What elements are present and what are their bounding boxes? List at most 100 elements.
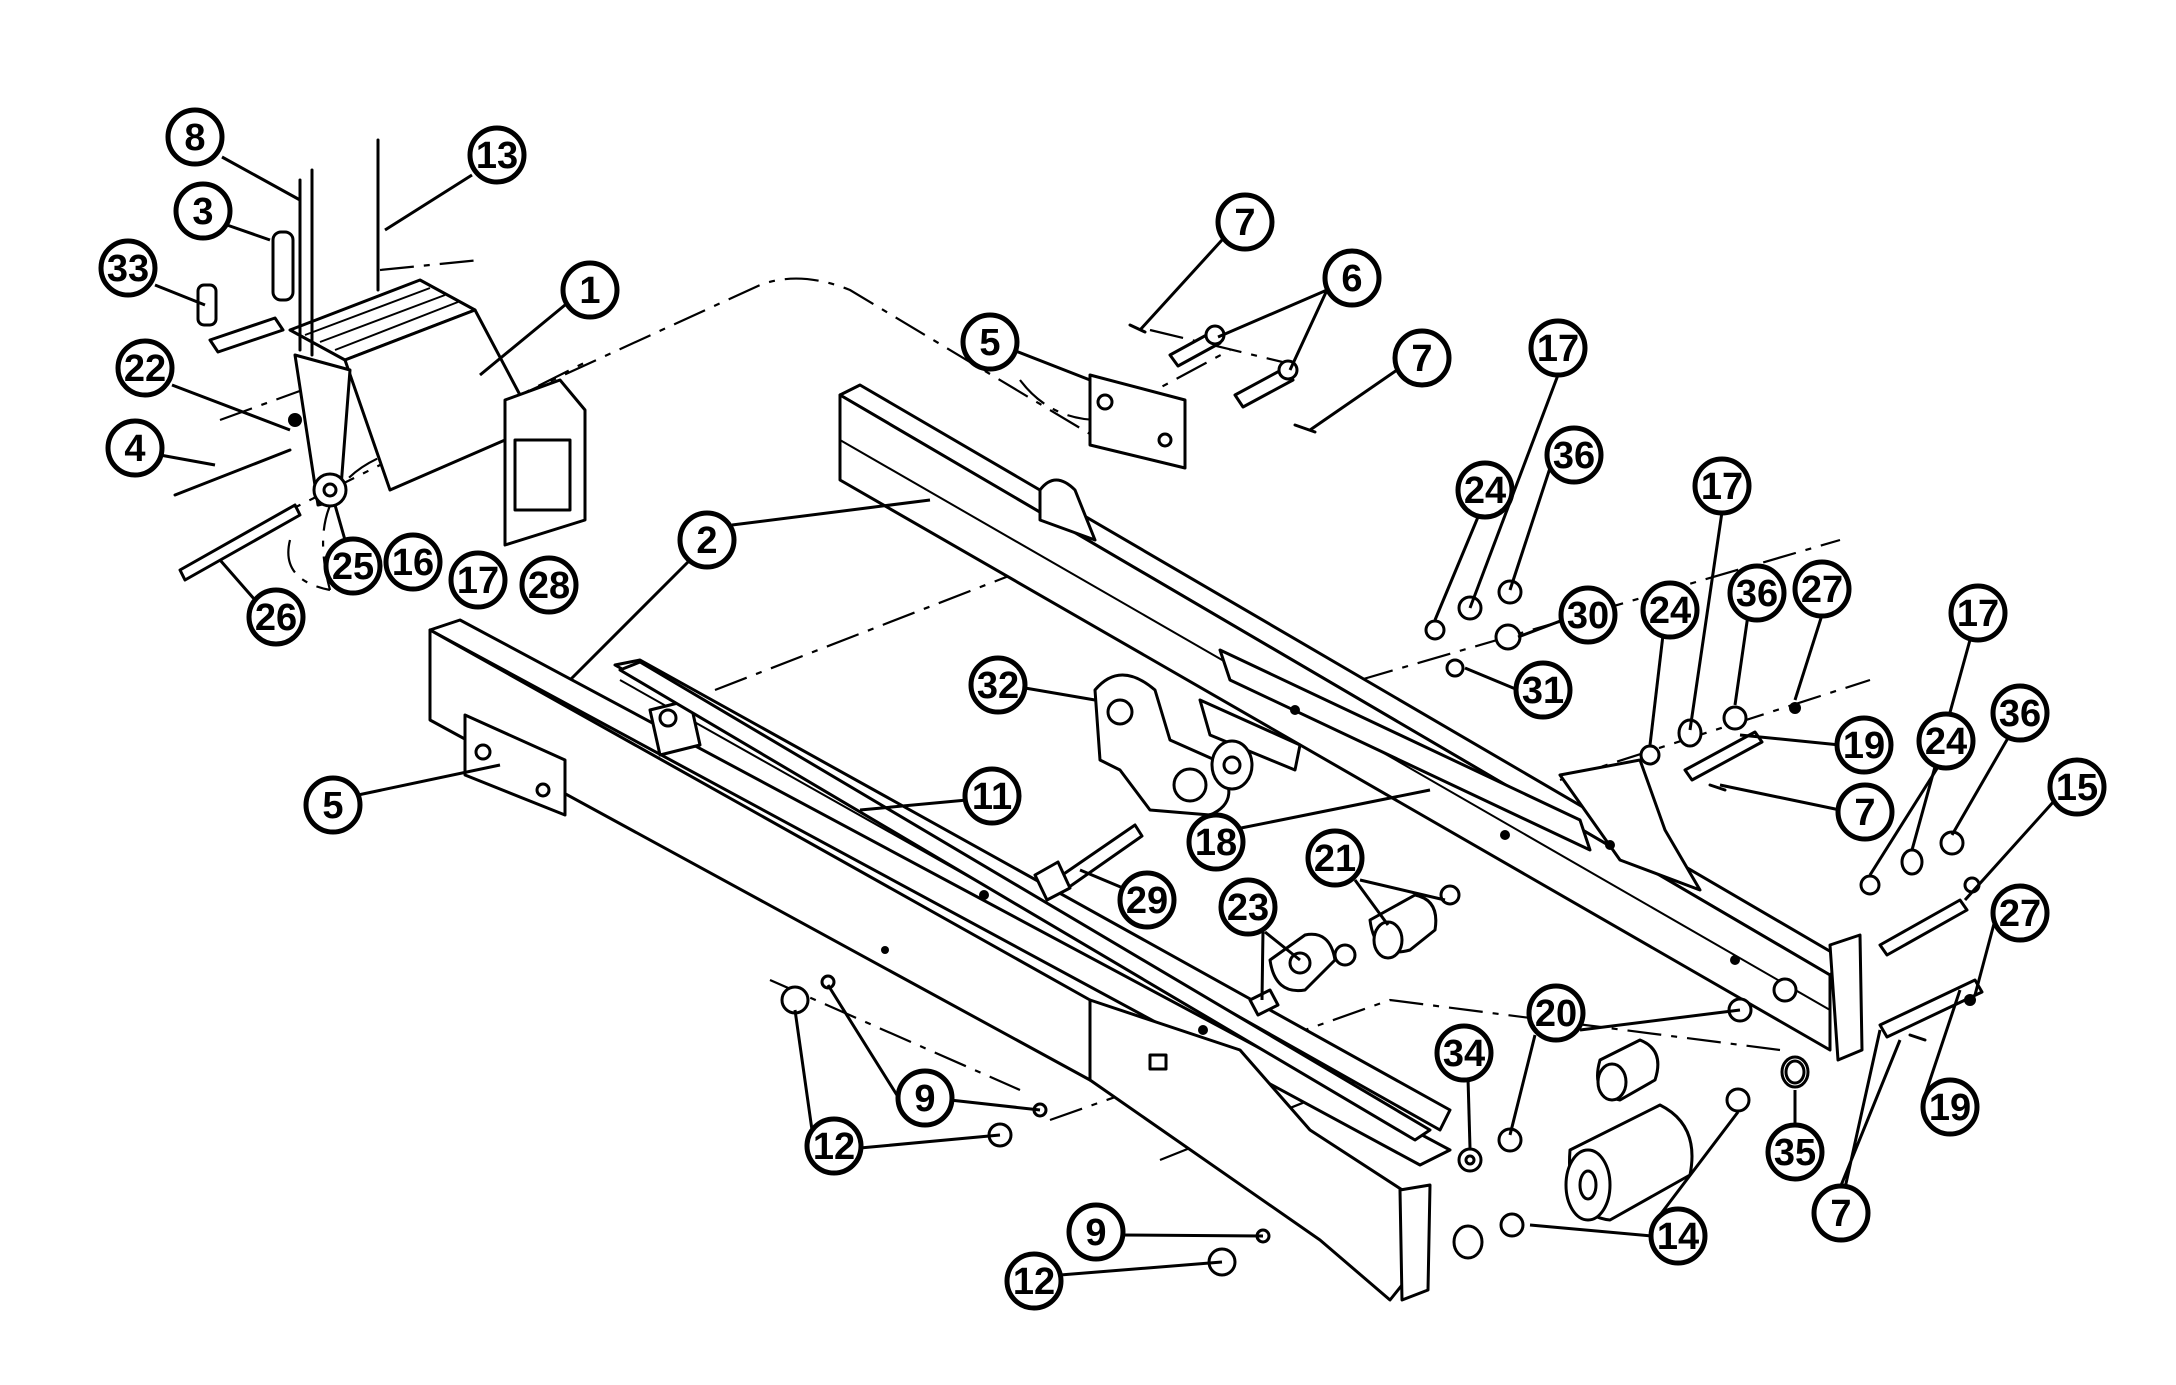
callout-number: 36 [1999,693,2041,735]
callout-27: 27 [1990,883,2050,943]
callout-circle [467,125,527,185]
callout-23: 23 [1218,877,1278,937]
callout-28: 28 [519,555,579,615]
callout-number: 6 [1341,258,1362,300]
callout-24: 24 [1455,460,1515,520]
callout-33: 33 [98,238,158,298]
callout-8: 8 [165,107,225,167]
callout-14: 14 [1648,1206,1708,1266]
callout-number: 17 [1701,466,1743,508]
callout-circle [1990,683,2050,743]
callout-circle [560,260,620,320]
callout-25: 25 [323,536,383,596]
mount-bracket [173,138,587,582]
callout-number: 24 [1649,590,1691,632]
callout-circle [98,238,158,298]
callout-19: 19 [1834,715,1894,775]
callout-1: 1 [560,260,620,320]
callout-number: 36 [1736,573,1778,615]
callout-circle [1004,1251,1064,1311]
callout-36: 36 [1727,563,1787,623]
callout-number: 18 [1195,822,1237,864]
callout-number: 7 [1830,1193,1851,1235]
callout-circle [323,536,383,596]
callout-number: 7 [1234,202,1255,244]
callout-15: 15 [2047,757,2107,817]
callout-circle [1835,782,1895,842]
upper-rail [838,383,1864,1062]
callout-circle [1948,583,2008,643]
callout-7: 7 [1392,328,1452,388]
callout-circle [173,181,233,241]
callout-4: 4 [105,418,165,478]
callout-20: 20 [1526,983,1586,1043]
callout-21: 21 [1305,828,1365,888]
callout-number: 15 [2056,767,2098,809]
callout-5: 5 [960,312,1020,372]
callout-number: 5 [979,322,1000,364]
callout-number: 4 [124,428,145,470]
plate-upper [1088,373,1187,470]
callout-circle [1305,828,1365,888]
callout-7: 7 [1835,782,1895,842]
callout-circle [1811,1183,1871,1243]
callout-number: 35 [1774,1132,1816,1174]
leader-lines [154,155,2057,1277]
callout-number: 17 [457,560,499,602]
callout-circle [1434,1023,1494,1083]
callout-number: 13 [476,135,518,177]
callout-34: 34 [1434,1023,1494,1083]
callout-17: 17 [1528,318,1588,378]
callout-26: 26 [246,587,306,647]
callout-number: 19 [1929,1087,1971,1129]
callout-32: 32 [968,655,1028,715]
callout-number: 3 [192,191,213,233]
callout-circle [1066,1202,1126,1262]
callout-13: 13 [467,125,527,185]
callout-number: 36 [1553,435,1595,477]
callout-circle [968,655,1028,715]
callout-number: 5 [322,785,343,827]
callout-circle [1792,559,1852,619]
callout-number: 27 [1999,893,2041,935]
callout-29: 29 [1117,870,1177,930]
callout-24: 24 [1640,580,1700,640]
callout-circle [115,338,175,398]
callout-17: 17 [1692,456,1752,516]
callout-circle [383,532,443,592]
callout-number: 2 [696,520,717,562]
callout-number: 29 [1126,880,1168,922]
callout-3: 3 [173,181,233,241]
callout-circle [165,107,225,167]
callout-22: 22 [115,338,175,398]
callout-7: 7 [1215,192,1275,252]
callout-7: 7 [1811,1183,1871,1243]
callout-circle [1640,580,1700,640]
callout-circle [1990,883,2050,943]
callout-number: 32 [977,665,1019,707]
callout-circle [1186,812,1246,872]
callout-circle [1526,983,1586,1043]
callout-circle [448,550,508,610]
callout-circle [246,587,306,647]
rollers [1564,1038,1806,1222]
callout-36: 36 [1990,683,2050,743]
callout-circle [2047,757,2107,817]
callout-circle [1218,877,1278,937]
callout-number: 34 [1443,1033,1485,1075]
callout-9: 9 [895,1068,955,1128]
callout-number: 33 [107,248,149,290]
callout-17: 17 [1948,583,2008,643]
bolt-and-roller-parts [1033,823,1461,1017]
callout-circle [1455,460,1515,520]
callout-number: 8 [184,117,205,159]
callout-number: 27 [1801,569,1843,611]
callout-circle [105,418,165,478]
callout-circle [303,775,363,835]
callout-number: 14 [1657,1216,1699,1258]
slide-channel [618,660,1432,1142]
plate-lower [463,713,567,817]
callout-circle [1916,711,1976,771]
